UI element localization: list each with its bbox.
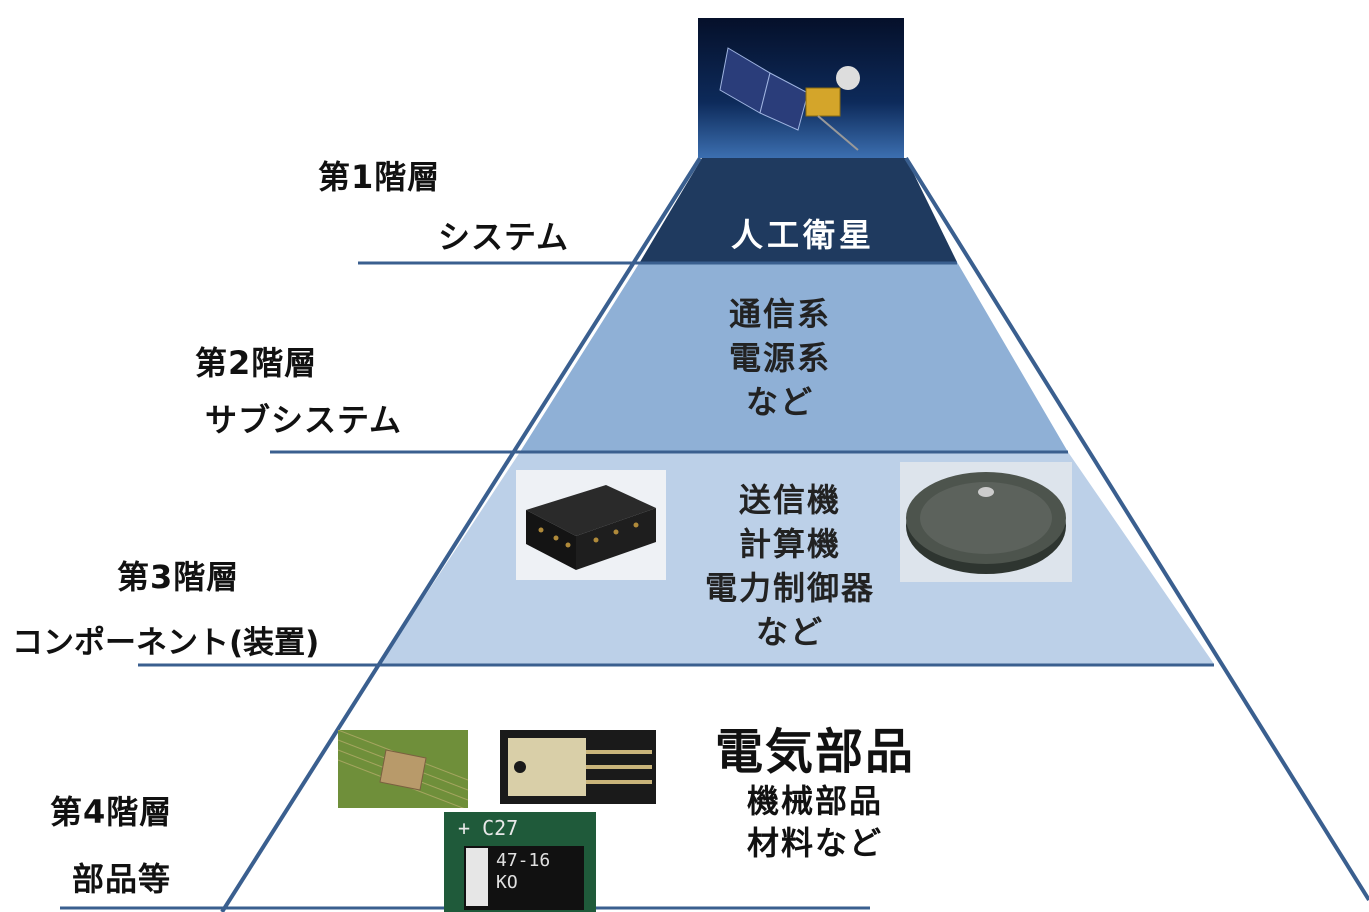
tier3-items: 送信機 計算機 電力制御器 など: [670, 478, 910, 654]
pyramid-left-edge: [220, 156, 702, 912]
transistor-package-photo: [500, 730, 656, 804]
capacitor-code: KO: [496, 872, 518, 893]
tier3-item: 送信機: [738, 481, 841, 519]
satellite-photo: [698, 18, 904, 158]
tier2-item: 電源系: [728, 339, 831, 377]
smd-capacitor-photo: + C27 47-16 KO: [444, 812, 596, 912]
tier2-item: 通信系: [728, 295, 831, 333]
tier2-items: 通信系 電源系 など: [680, 292, 880, 424]
tier2-item: など: [745, 383, 814, 421]
capacitor-ref: C27: [482, 816, 519, 840]
tier3-level-label: 第3階層: [117, 558, 240, 596]
tier3-item: など: [755, 613, 824, 651]
tier4-name-label: 部品等: [72, 860, 172, 898]
tier3-item: 計算機: [738, 525, 841, 563]
pyramid-right-edge: [904, 156, 1369, 902]
tier1-band: [640, 158, 957, 262]
tier1-item: 人工衛星: [730, 216, 875, 254]
tier3-item: 電力制御器: [704, 569, 875, 607]
capacitor-value: 47-16: [496, 850, 551, 871]
chip-on-board-photo: [338, 730, 468, 808]
tier3-name-label: コンポーネント(装置): [12, 625, 320, 661]
tier4-level-label: 第4階層: [50, 793, 173, 831]
tier2-level-label: 第2階層: [195, 344, 318, 382]
tier4-item-primary: 電気部品: [714, 724, 915, 780]
tier4-item: 機械部品: [746, 782, 883, 820]
tier4-item: 材料など: [746, 824, 883, 862]
disk-component-photo: [900, 462, 1072, 582]
box-component-photo: [516, 470, 666, 580]
tier1-level-label: 第1階層: [318, 158, 441, 196]
tier2-band: [520, 262, 1068, 452]
tier1-name-label: システム: [438, 218, 570, 256]
tier2-name-label: サブシステム: [205, 401, 403, 439]
capacitor-plus-icon: +: [458, 816, 483, 840]
